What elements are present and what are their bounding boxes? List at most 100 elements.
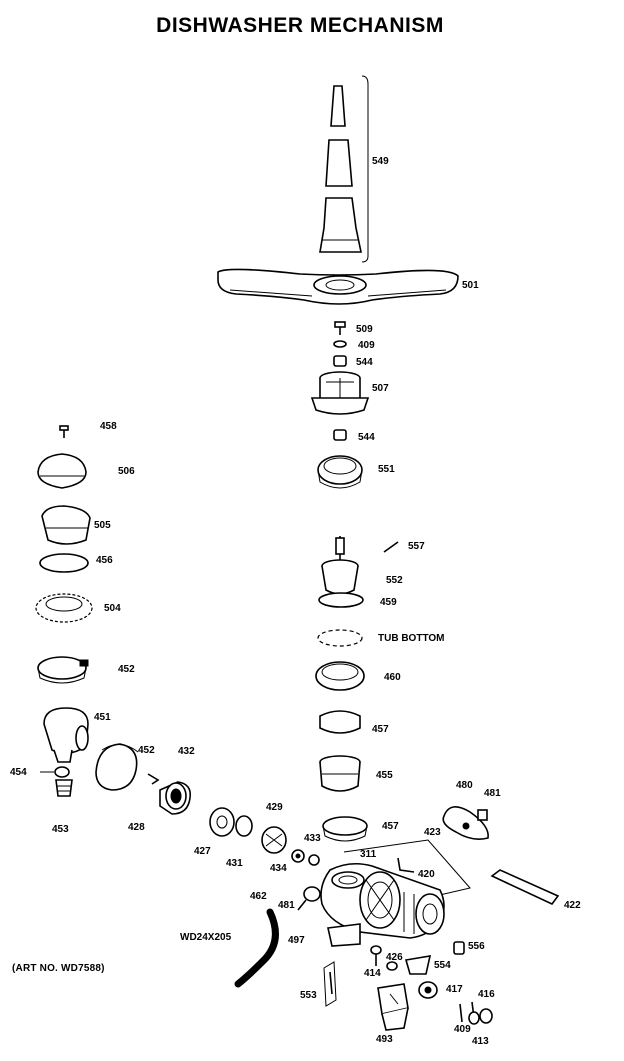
label-554: 554 [434, 960, 451, 971]
part-432-clip [147, 773, 160, 785]
label-480: 480 [456, 780, 473, 791]
label-505: 505 [94, 520, 111, 531]
part-481-screw-right [477, 809, 488, 821]
part-506-cap [37, 453, 87, 489]
label-552: 552 [386, 575, 403, 586]
part-481-screw-left [297, 886, 321, 911]
part-426-washer [386, 961, 398, 971]
part-420-clip [397, 857, 415, 873]
label-501: 501 [462, 280, 479, 291]
label-wd24x205: WD24X205 [180, 932, 232, 943]
part-458-screw [59, 425, 69, 438]
part-451-chamber [43, 707, 89, 763]
part-457-seal-lower [322, 816, 368, 842]
part-motor-assembly [320, 862, 445, 947]
label-549: 549 [372, 156, 389, 167]
part-409-washer [333, 340, 347, 348]
bracket-549 [361, 75, 369, 263]
part-460-ring [315, 661, 365, 691]
label-458: 458 [100, 421, 117, 432]
label-409-lower: 409 [454, 1024, 471, 1035]
label-504: 504 [104, 603, 121, 614]
label-497: 497 [288, 935, 305, 946]
part-507-hub [310, 371, 370, 415]
part-462-hose [234, 908, 279, 988]
label-413: 413 [472, 1036, 489, 1047]
label-551: 551 [378, 464, 395, 475]
label-409-upper: 409 [358, 340, 375, 351]
label-432: 432 [178, 746, 195, 757]
label-556: 556 [468, 941, 485, 952]
label-453: 453 [52, 824, 69, 835]
part-428-impeller [159, 781, 192, 815]
label-454: 454 [10, 767, 27, 778]
label-427: 427 [194, 846, 211, 857]
part-549-spray-tube [319, 85, 362, 253]
label-451: 451 [94, 712, 111, 723]
label-416: 416 [478, 989, 495, 1000]
part-456-gasket [39, 553, 89, 573]
label-457-lower: 457 [382, 821, 399, 832]
label-493: 493 [376, 1034, 393, 1045]
label-557: 557 [408, 541, 425, 552]
label-452-upper: 452 [118, 664, 135, 675]
part-429-impeller [261, 826, 287, 854]
part-453-valve [55, 779, 73, 797]
label-460: 460 [384, 672, 401, 683]
tub-bottom-outline [317, 629, 363, 647]
part-457-seal-upper [319, 710, 361, 734]
label-455: 455 [376, 770, 393, 781]
label-459: 459 [380, 597, 397, 608]
part-452-clamp-upper [37, 656, 89, 684]
part-505-filter [41, 505, 91, 545]
art-number: (ART NO. WD7588) [12, 963, 105, 974]
part-431-seal [235, 815, 253, 837]
label-428: 428 [128, 822, 145, 833]
part-427-disc [209, 807, 235, 837]
part-455-collar [319, 755, 361, 792]
label-457-upper: 457 [372, 724, 389, 735]
label-544-lower: 544 [358, 432, 375, 443]
label-553: 553 [300, 990, 317, 1001]
part-417-connector [418, 981, 438, 999]
label-481-left: 481 [278, 900, 295, 911]
label-507: 507 [372, 383, 389, 394]
part-504-screen [35, 593, 93, 623]
part-493-valve [377, 983, 409, 1031]
part-480-chopper [442, 806, 489, 840]
part-556-plug [453, 941, 465, 955]
label-509: 509 [356, 324, 373, 335]
part-433-washer [308, 854, 320, 866]
label-433: 433 [304, 833, 321, 844]
label-431: 431 [226, 858, 243, 869]
label-417: 417 [446, 984, 463, 995]
label-tub-bottom: TUB BOTTOM [378, 633, 445, 644]
label-429: 429 [266, 802, 283, 813]
label-434: 434 [270, 863, 287, 874]
part-414-screw [370, 945, 382, 966]
label-462: 462 [250, 891, 267, 902]
diagram-title: DISHWASHER MECHANISM [156, 14, 444, 37]
label-481-right: 481 [484, 788, 501, 799]
part-544-nut-upper [333, 355, 347, 367]
part-544-nut-lower [333, 429, 347, 441]
label-311: 311 [360, 849, 377, 860]
part-557-pin [383, 541, 399, 553]
label-414: 414 [364, 968, 381, 979]
label-426: 426 [386, 952, 403, 963]
part-509-screw [334, 321, 346, 335]
label-452-lower: 452 [138, 745, 155, 756]
part-459-gasket [318, 592, 364, 608]
label-420: 420 [418, 869, 435, 880]
part-409-413-washers [468, 1008, 493, 1025]
label-544-upper: 544 [356, 357, 373, 368]
label-423: 423 [424, 827, 441, 838]
part-552-housing [321, 536, 359, 595]
label-456: 456 [96, 555, 113, 566]
part-554-clip [404, 955, 432, 975]
label-422: 422 [564, 900, 581, 911]
part-422-bar [490, 869, 560, 905]
part-553-spring [323, 961, 337, 1007]
label-506: 506 [118, 466, 135, 477]
